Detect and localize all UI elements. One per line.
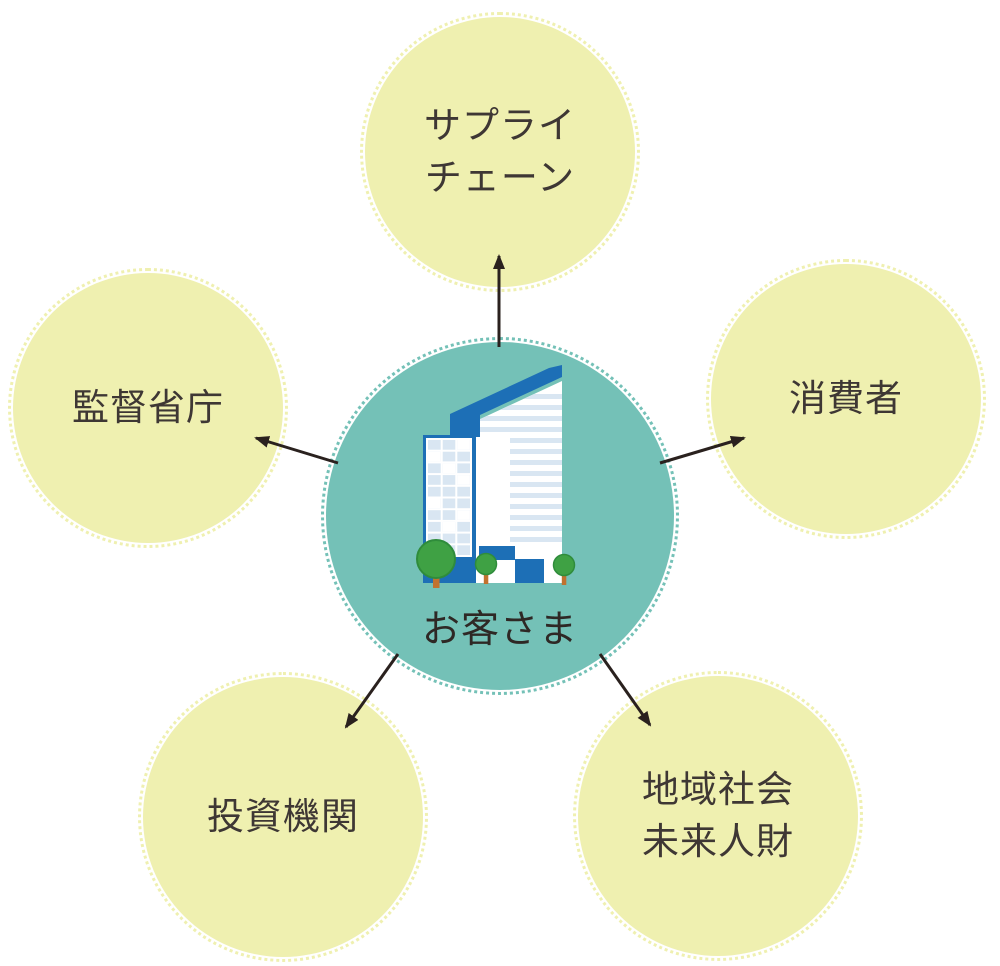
office-building-icon [416,365,576,588]
node-label-line: チェーン [424,157,576,198]
node-label-line: 未来人財 [642,821,794,862]
roof-band [450,365,562,437]
trees [416,539,576,588]
node-investors: 投資機関 [138,672,428,962]
node-label-line: 消費者 [789,378,903,419]
node-supply-chain: サプライ チェーン [360,12,640,292]
node-label-line: 監督省庁 [72,387,224,428]
node-label-line: 投資機関 [207,796,359,837]
node-consumers: 消費者 [706,259,986,539]
node-regulators: 監督省庁 [8,268,288,548]
center-node-label: お客さま [421,609,578,651]
node-community-talent: 地域社会 未来人財 [573,671,863,961]
window-tower [423,435,476,583]
white-tower [476,381,562,583]
node-label-line: サプライ [424,105,576,146]
node-label-line: 地域社会 [642,769,794,810]
center-node-customer: お客さま [321,337,679,695]
